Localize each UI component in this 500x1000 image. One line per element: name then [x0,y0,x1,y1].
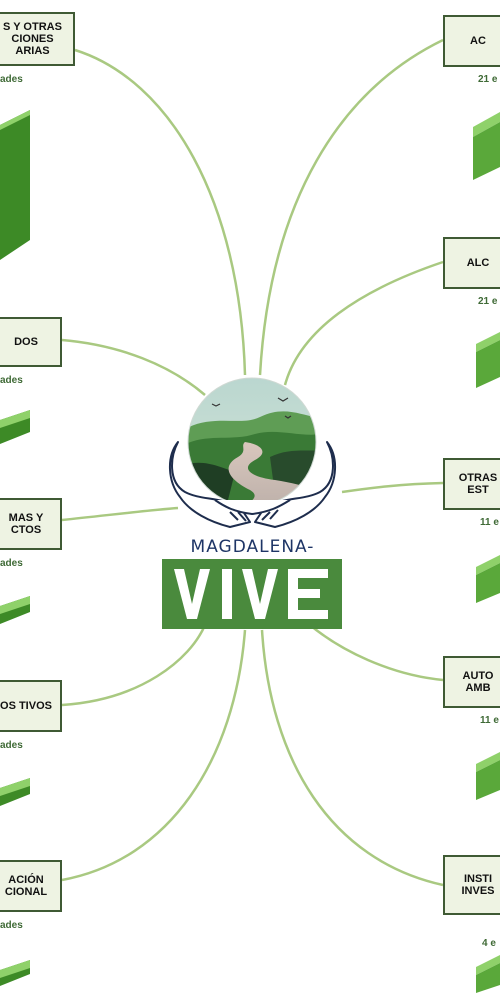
node-left-4-label: OS TIVOS [0,700,52,712]
node-left-5[interactable]: ACIÓN CIONAL [0,860,62,912]
node-left-3-count: ades [0,558,23,569]
cube-right-1 [473,112,500,180]
node-left-3[interactable]: MAS Y CTOS [0,498,62,550]
cube-right-5 [476,955,500,993]
node-right-4-count: 11 e [480,715,499,726]
node-right-3-label: OTRAS EST [458,472,498,496]
node-right-3-count: 11 e [480,517,499,528]
cube-right-2 [476,332,500,388]
node-right-4[interactable]: AUTO AMB [443,656,500,708]
node-left-3-label: MAS Y CTOS [8,512,44,536]
link-left-2 [61,338,206,396]
cube-left-3 [0,596,30,624]
link-right-2 [283,260,444,386]
node-right-2-count: 21 e [478,296,498,307]
node-right-3[interactable]: OTRAS EST [443,458,500,510]
cube-right-4 [476,752,500,800]
link-right-1 [258,38,444,376]
cube-left-2 [0,410,30,444]
cube-left-1 [0,110,30,260]
link-right-5 [260,629,444,887]
node-right-5[interactable]: INSTI INVES [443,855,500,915]
link-left-4 [61,624,207,707]
node-left-4[interactable]: OS TIVOS [0,680,62,732]
node-right-5-count: 4 e [482,938,496,949]
node-left-1-label: S Y OTRAS CIONES ARIAS [3,21,62,57]
node-right-1[interactable]: AC [443,15,500,67]
node-left-5-count: ades [0,920,23,931]
cube-left-4 [0,778,30,806]
central-logo: MAGDALENA-CAUCA [160,372,345,632]
node-right-1-label: AC [470,35,486,47]
node-right-4-label: AUTO AMB [462,670,494,694]
node-left-5-label: ACIÓN CIONAL [4,874,48,898]
link-right-3 [341,481,444,494]
node-right-1-count: 21 e [478,74,498,85]
river-globe-illustration [169,377,336,528]
node-left-1[interactable]: S Y OTRAS CIONES ARIAS [0,12,75,66]
node-right-5-label: INSTI INVES [461,873,495,897]
vive-logo [162,559,342,629]
cube-right-3 [476,555,500,603]
node-left-2-count: ades [0,375,23,386]
node-left-1-count: ades [0,74,23,85]
node-left-4-count: ades [0,740,23,751]
node-left-2-label: DOS [14,336,38,348]
vive-wordmark [174,569,328,619]
link-left-3 [61,506,179,522]
link-right-4 [309,624,444,682]
link-left-1 [74,48,247,376]
node-left-2[interactable]: DOS [0,317,62,367]
node-right-2[interactable]: ALC [443,237,500,289]
node-right-2-label: ALC [466,257,490,269]
cube-left-5 [0,960,30,986]
link-left-5 [61,629,247,882]
